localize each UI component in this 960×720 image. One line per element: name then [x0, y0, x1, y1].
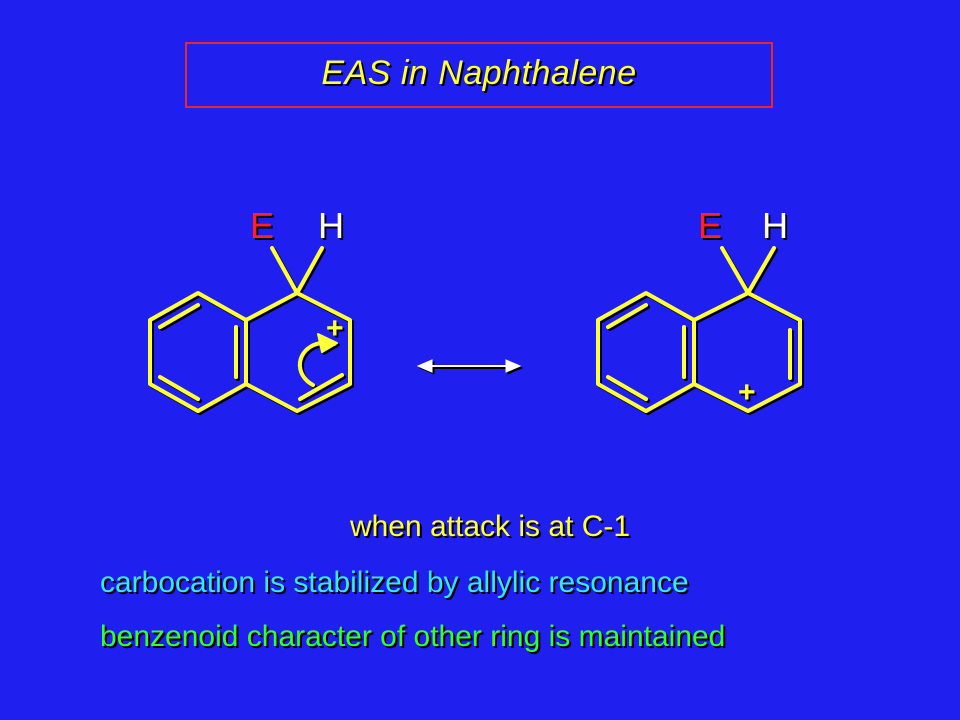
right-electrophile-label: E	[698, 205, 722, 246]
left-benzene-double-bond	[158, 375, 200, 401]
right-benzene-double-bond	[606, 303, 648, 329]
h-bond	[746, 246, 776, 295]
caption-attack-position: when attack is at C-1	[349, 510, 631, 543]
right-benzene-double-bond	[606, 375, 648, 401]
title-box: EAS in Naphthalene	[185, 42, 773, 108]
left-positive-charge: +	[326, 312, 344, 345]
right-structure	[596, 246, 802, 413]
right-benzene-ring	[596, 291, 696, 413]
left-allylic-double-bond	[298, 373, 344, 401]
e-bond	[270, 246, 299, 295]
right-cation-ring	[692, 291, 802, 413]
left-electrophile-label: E	[250, 205, 274, 246]
curved-arrow-head	[317, 333, 338, 353]
resonance-arrow	[416, 359, 522, 373]
curved-arrow	[297, 340, 336, 387]
h-bond	[295, 246, 324, 295]
right-positive-charge: +	[738, 376, 756, 409]
caption-benzenoid-character: benzenoid character of other ring is mai…	[100, 620, 726, 653]
left-hydrogen-label: H	[318, 205, 344, 246]
left-benzene-ring	[148, 291, 248, 413]
left-benzene-double-bond	[158, 303, 200, 329]
left-structure	[148, 246, 352, 413]
left-cation-ring	[244, 291, 352, 413]
e-bond	[720, 246, 750, 295]
right-hydrogen-label: H	[762, 205, 788, 246]
page-title: EAS in Naphthalene	[321, 54, 637, 92]
caption-allylic-resonance: carbocation is stabilized by allylic res…	[100, 566, 689, 599]
